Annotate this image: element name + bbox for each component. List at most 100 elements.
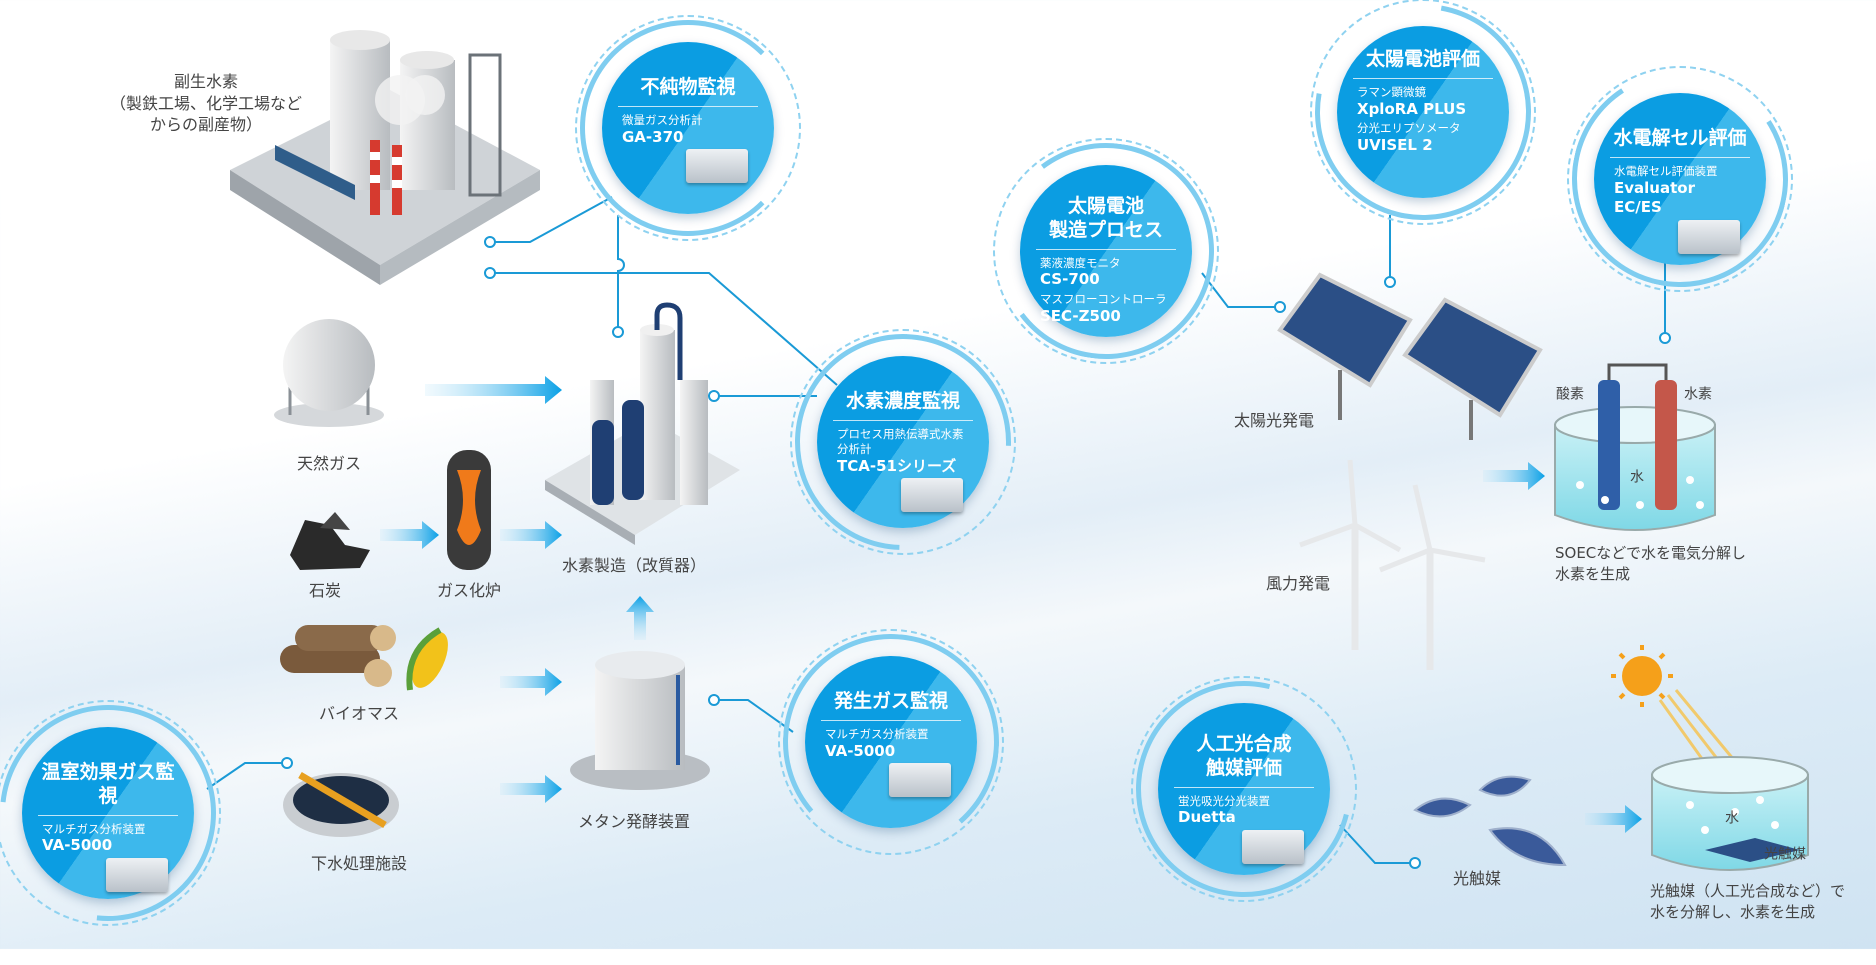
instrument-model[interactable]: VA-5000 xyxy=(825,741,896,760)
label-hydrogen: 水素 xyxy=(1684,386,1712,403)
instrument-label: 薬液濃度モニタ xyxy=(1040,255,1121,270)
flow-arrows xyxy=(380,376,1642,833)
monitor-title: 水電解セル評価 xyxy=(1610,127,1750,158)
photocatalyst-tank-illustration xyxy=(1651,756,1809,871)
monitor-dashed-ring xyxy=(1310,0,1536,225)
wind-turbines-illustration xyxy=(1299,459,1486,670)
label-gasifier: ガス化炉 xyxy=(436,581,502,601)
arrow-sewage xyxy=(500,775,562,803)
label-reformer: 水素製造（改質器） xyxy=(561,556,707,576)
monitor-title: 太陽電池評価 xyxy=(1353,48,1493,79)
monitor-title: 人工光合成触媒評価 xyxy=(1174,733,1314,788)
monitor-title-line: 発生ガス監視 xyxy=(833,690,948,712)
label-coal: 石炭 xyxy=(308,581,342,601)
monitor-dashed-ring xyxy=(1131,676,1357,902)
label-wind-power: 風力発電 xyxy=(1265,574,1331,594)
pc-caption-line1: 光触媒（人工光合成など）で xyxy=(1650,881,1846,900)
monitor-title: 発生ガス監視 xyxy=(821,690,961,721)
monitor-title-line: 水電解セル評価 xyxy=(1613,127,1747,149)
arrow-renewables xyxy=(1483,462,1545,490)
instrument-model[interactable]: CS-700 xyxy=(1040,270,1100,289)
soec-caption-line1: SOECなどで水を電気分解し xyxy=(1555,543,1746,562)
instrument-model[interactable]: UVISEL 2 xyxy=(1357,136,1433,155)
monitor-title-line: 太陽電池 xyxy=(1067,195,1144,217)
natural-gas-tank-illustration xyxy=(274,319,384,427)
label-oxygen: 酸素 xyxy=(1556,386,1584,403)
arrow-coal xyxy=(380,521,439,549)
reformer-illustration xyxy=(545,302,740,545)
monitor-dashed-ring xyxy=(575,15,801,241)
monitor-title: 不純物監視 xyxy=(618,76,758,107)
arrow-methane-up xyxy=(626,596,654,640)
instrument-label: マルチガス分析装置 xyxy=(825,726,929,741)
instrument-image xyxy=(901,478,963,513)
instrument-image xyxy=(106,857,168,892)
label-sewage: 下水処理施設 xyxy=(310,854,408,874)
monitor-title-line: 水素濃度監視 xyxy=(845,390,960,412)
label-solar-power: 太陽光発電 xyxy=(1233,411,1315,431)
label-biomass: バイオマス xyxy=(318,704,400,724)
label-water: 水 xyxy=(1630,469,1644,486)
instrument-image xyxy=(686,149,748,184)
instrument-model[interactable]: XploRA PLUS xyxy=(1357,99,1467,118)
monitor-title: 水素濃度監視 xyxy=(833,390,973,421)
instrument-label: マルチガス分析装置 xyxy=(42,821,146,836)
gasifier-illustration xyxy=(447,450,491,570)
instrument-label: プロセス用熱伝導式水素分析計 xyxy=(837,426,964,456)
monitor-dashed-ring xyxy=(778,629,1004,855)
monitor-title-line: 製造プロセス xyxy=(1048,218,1163,241)
monitor-dashed-ring xyxy=(790,329,1016,555)
instrument-model[interactable]: TCA-51シリーズ xyxy=(837,456,957,475)
arrow-natural-gas xyxy=(425,376,562,404)
electrolysis-tank-illustration xyxy=(1554,363,1716,531)
arrow-gasifier xyxy=(500,521,562,549)
instrument-model[interactable]: GA-370 xyxy=(622,127,684,146)
instrument-image xyxy=(889,763,951,798)
instrument-label: マスフローコントローラ xyxy=(1040,291,1167,306)
instrument-image xyxy=(1242,829,1304,864)
arrow-biomass xyxy=(500,668,562,696)
instrument-image xyxy=(1678,219,1740,254)
sun-icon xyxy=(1611,645,1736,771)
monitor-title-line: 温室効果ガス監視 xyxy=(41,761,175,807)
instrument-label: 微量ガス分析計 xyxy=(622,112,703,127)
instrument-label: 分光エリプソメータ xyxy=(1357,121,1461,136)
instrument-model[interactable]: Evaluator EC/ES xyxy=(1614,178,1695,217)
instrument-model[interactable]: VA-5000 xyxy=(42,836,113,855)
label-byproduct-hydrogen-sub1: （製鉄工場、化学工場など xyxy=(109,94,303,114)
monitor-dashed-ring xyxy=(0,700,221,926)
label-byproduct-hydrogen-sub2: からの副産物） xyxy=(149,115,263,135)
monitor-title: 太陽電池製造プロセス xyxy=(1036,195,1176,250)
factory-illustration xyxy=(230,30,540,285)
label-pc-catalyst: 光触媒 xyxy=(1764,846,1806,863)
instrument-label: ラマン顕微鏡 xyxy=(1357,84,1426,99)
instrument-model[interactable]: SEC-Z500 xyxy=(1040,306,1121,325)
monitor-title-line: 触媒評価 xyxy=(1205,756,1282,779)
monitor-title-line: 太陽電池評価 xyxy=(1365,48,1480,70)
connector-dots xyxy=(281,236,1671,869)
monitor-dashed-ring xyxy=(993,138,1219,364)
instrument-model[interactable]: Duetta xyxy=(1178,808,1236,827)
soec-caption-line2: 水素を生成 xyxy=(1555,564,1631,583)
photocatalyst-leaves-illustration xyxy=(1413,775,1567,867)
monitor-dashed-ring xyxy=(1567,66,1793,292)
monitor-title-line: 人工光合成 xyxy=(1196,733,1292,755)
sewage-plant-illustration xyxy=(283,771,399,837)
instrument-label: 水電解セル評価装置 xyxy=(1614,163,1718,178)
label-photocatalyst: 光触媒 xyxy=(1452,869,1502,889)
pc-caption-line2: 水を分解し、水素を生成 xyxy=(1650,902,1816,921)
solar-panels-illustration xyxy=(1277,272,1543,440)
monitor-title: 温室効果ガス監視 xyxy=(38,761,178,816)
methane-fermenter-illustration xyxy=(570,651,710,790)
label-natural-gas: 天然ガス xyxy=(296,454,362,474)
biomass-illustration xyxy=(280,625,448,691)
